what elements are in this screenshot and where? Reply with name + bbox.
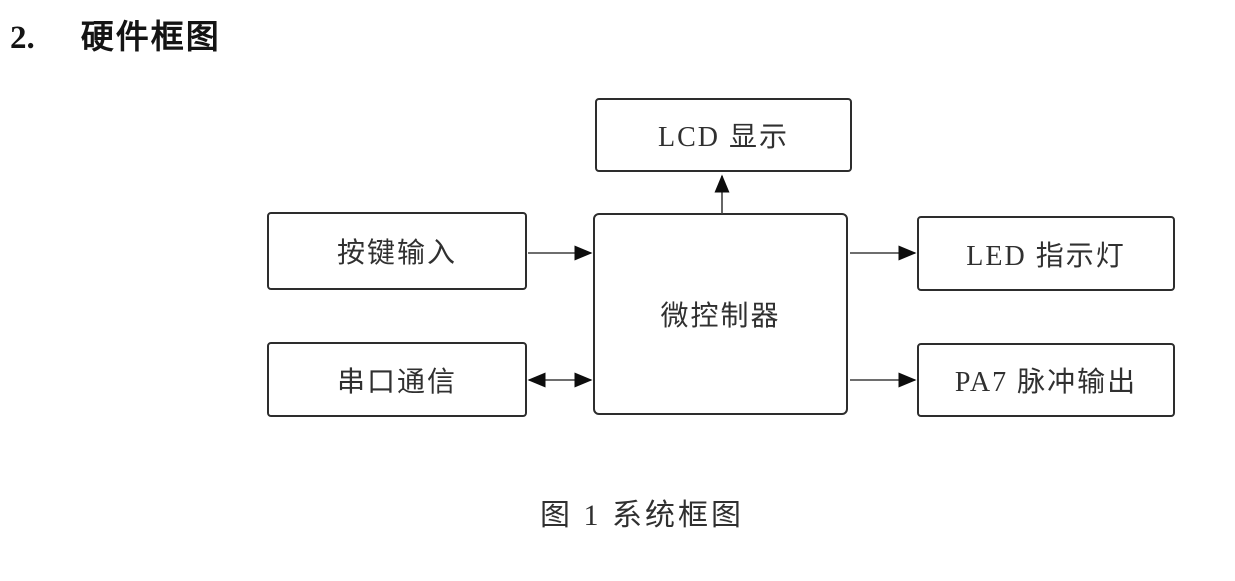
figure-caption: 图 1 系统框图 bbox=[540, 499, 744, 532]
node-label: 微控制器 bbox=[660, 301, 781, 332]
node-label: LED 指示灯 bbox=[966, 240, 1126, 272]
node-serial-comm: 串口通信 bbox=[267, 342, 527, 417]
node-key-input: 按键输入 bbox=[267, 212, 527, 290]
section-heading: 2. 硬件框图 bbox=[10, 10, 221, 58]
section-number: 2. bbox=[10, 20, 35, 56]
node-label: PA7 脉冲输出 bbox=[954, 367, 1138, 398]
section-title: 硬件框图 bbox=[80, 20, 221, 56]
node-label: 按键输入 bbox=[336, 238, 457, 269]
node-led-indicator: LED 指示灯 bbox=[917, 216, 1175, 291]
node-microcontroller: 微控制器 bbox=[593, 213, 848, 415]
node-label: 串口通信 bbox=[336, 366, 457, 398]
node-lcd-display: LCD 显示 bbox=[595, 98, 852, 172]
node-label: LCD 显示 bbox=[657, 122, 789, 153]
node-pa7-pulse-output: PA7 脉冲输出 bbox=[917, 343, 1175, 417]
